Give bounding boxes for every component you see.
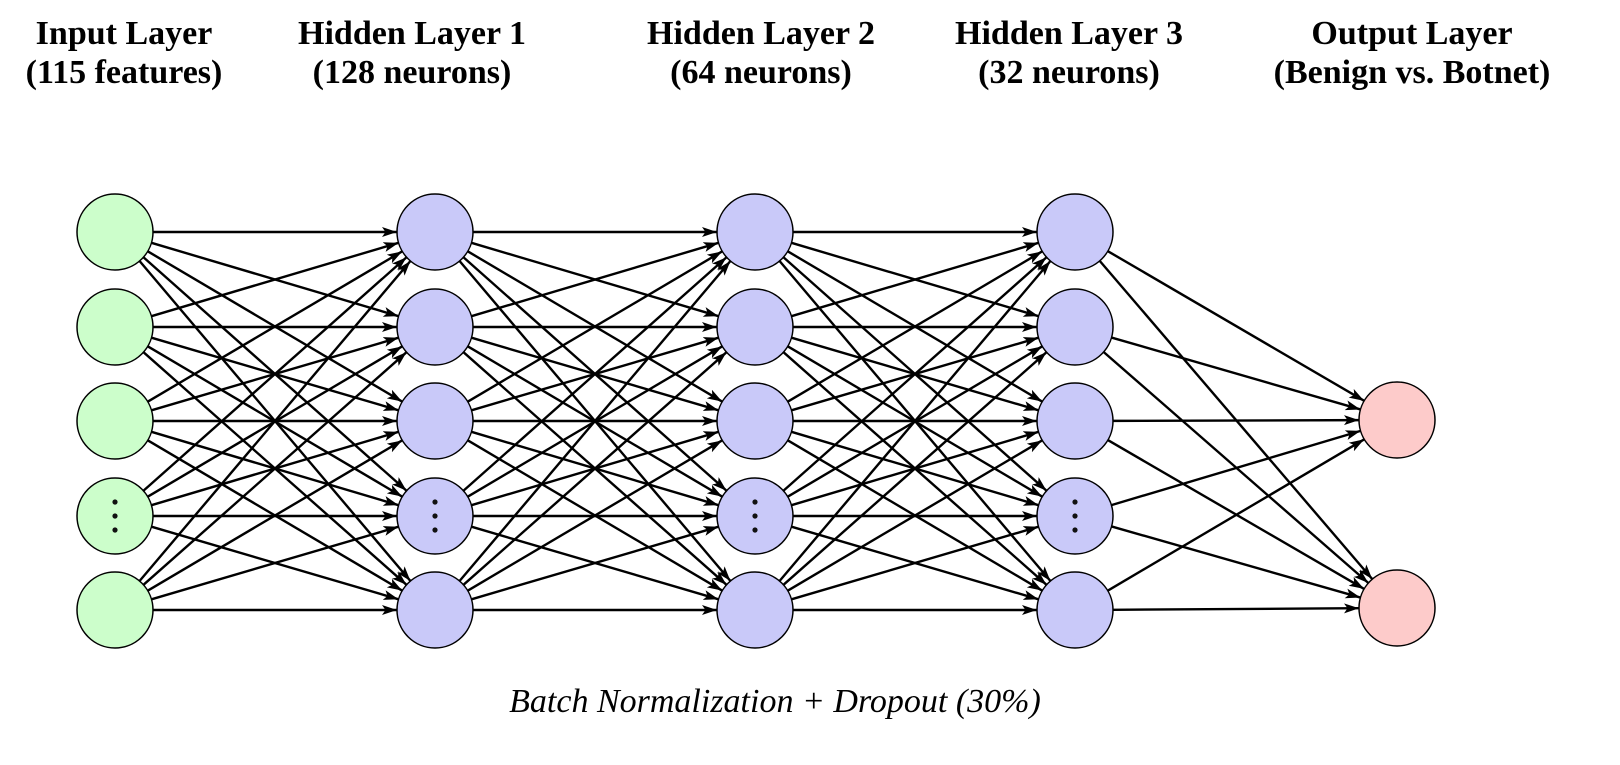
connection-edge xyxy=(471,241,719,318)
neuron-node-hidden-3 xyxy=(1036,288,1114,366)
ellipsis-dot-icon xyxy=(112,527,118,533)
connection-edge xyxy=(142,351,408,586)
connection-edge xyxy=(787,250,1043,403)
connection-edge xyxy=(1112,415,1360,426)
ellipsis-dot-icon xyxy=(112,513,118,519)
connection-edge xyxy=(791,525,1039,601)
connection-edge xyxy=(462,351,728,586)
connection-edge xyxy=(1107,438,1365,592)
connection-edge xyxy=(142,256,408,492)
ellipsis-dot-icon xyxy=(432,499,438,505)
layer-subtitle-output: (Benign vs. Botnet) xyxy=(1273,54,1551,91)
layer-header-hidden-1: Hidden Layer 1 (128 neurons) xyxy=(298,14,526,92)
layer-header-output: Output Layer (Benign vs. Botnet) xyxy=(1274,14,1551,92)
neuron-node-hidden-2 xyxy=(716,288,794,366)
connection-edge xyxy=(778,260,1052,582)
edges-group xyxy=(138,227,1374,615)
layer-title-hidden-3: Hidden Layer 3 xyxy=(955,15,1183,52)
connection-edge xyxy=(1112,603,1360,614)
layer-subtitle-input: (115 features) xyxy=(25,54,223,91)
neuron-node-hidden-2 xyxy=(716,382,794,460)
connection-edge xyxy=(791,241,1039,318)
connection-edge xyxy=(1111,429,1361,507)
connection-edge xyxy=(787,439,1043,592)
connection-edge xyxy=(467,250,723,403)
neuron-node-input xyxy=(76,288,154,366)
layer-title-hidden-2: Hidden Layer 2 xyxy=(647,15,875,52)
connection-edge xyxy=(1107,250,1365,402)
connection-edge xyxy=(138,260,412,582)
layer-title-hidden-1: Hidden Layer 1 xyxy=(298,15,526,52)
neuron-node-hidden-2 xyxy=(716,193,794,271)
neuron-node-output xyxy=(1358,569,1436,647)
neuron-node-hidden-3 xyxy=(1036,382,1114,460)
neuron-node-hidden-1 xyxy=(396,382,474,460)
ellipsis-dot-icon xyxy=(752,499,758,505)
layer-header-hidden-3: Hidden Layer 3 (32 neurons) xyxy=(955,14,1183,92)
ellipsis-dot-icon xyxy=(1072,499,1078,505)
ellipsis-dot-icon xyxy=(752,513,758,519)
ellipsis-dot-icon xyxy=(112,499,118,505)
connection-edge xyxy=(471,525,719,601)
neuron-node-input xyxy=(76,571,154,649)
layer-subtitle-hidden-1: (128 neurons) xyxy=(312,54,512,91)
neuron-node-hidden-1 xyxy=(396,571,474,649)
connection-edge xyxy=(462,256,728,492)
connection-edge xyxy=(1111,336,1361,411)
neuron-node-hidden-1 xyxy=(396,193,474,271)
connection-edge xyxy=(458,260,732,582)
neuron-node-hidden-3 xyxy=(1036,193,1114,271)
nodes-group xyxy=(76,193,1436,649)
neuron-node-hidden-1 xyxy=(396,288,474,366)
layer-title-input: Input Layer xyxy=(35,15,213,52)
connection-edge xyxy=(1111,525,1361,599)
connection-edge xyxy=(782,256,1048,492)
connection-edge xyxy=(151,241,399,318)
layer-header-hidden-2: Hidden Layer 2 (64 neurons) xyxy=(647,14,875,92)
neuron-node-input xyxy=(76,193,154,271)
ellipsis-dot-icon xyxy=(432,513,438,519)
layer-subtitle-hidden-2: (64 neurons) xyxy=(670,54,852,91)
ellipsis-dot-icon xyxy=(1072,527,1078,533)
connection-edge xyxy=(147,439,403,592)
neuron-node-hidden-2 xyxy=(716,571,794,649)
layer-subtitle-hidden-3: (32 neurons) xyxy=(978,54,1160,91)
connection-edge xyxy=(782,351,1048,586)
ellipsis-dot-icon xyxy=(1072,513,1078,519)
neuron-node-hidden-3 xyxy=(1036,571,1114,649)
connection-edge xyxy=(151,525,399,601)
ellipsis-dot-icon xyxy=(432,527,438,533)
connection-edge xyxy=(147,250,403,403)
figure-caption: Batch Normalization + Dropout (30%) xyxy=(509,683,1041,720)
ellipsis-dot-icon xyxy=(752,527,758,533)
neuron-node-output xyxy=(1358,381,1436,459)
layer-title-output: Output Layer xyxy=(1311,15,1513,52)
connection-edge xyxy=(467,439,723,592)
neuron-node-input xyxy=(76,382,154,460)
layer-header-input: Input Layer (115 features) xyxy=(26,14,223,92)
